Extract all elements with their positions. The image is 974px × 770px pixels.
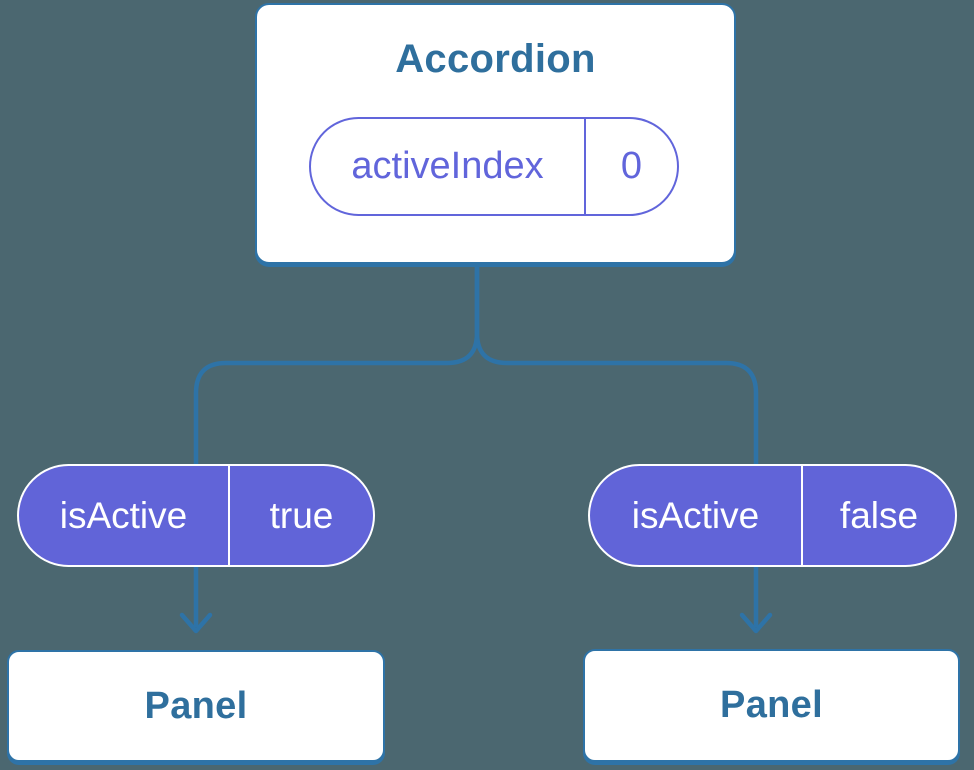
panel-title-left: Panel — [144, 684, 248, 727]
arrow-down-icon — [179, 612, 213, 634]
prop-pill-left-value: true — [228, 466, 373, 565]
prop-pill-right-value: false — [801, 466, 955, 565]
tree-edge-right — [474, 252, 759, 627]
arrow-down-icon — [739, 612, 773, 634]
panel-node-card-right: Panel — [583, 649, 960, 762]
panel-title-right: Panel — [720, 684, 823, 726]
prop-pill-right: isActive false — [588, 464, 957, 567]
panel-node-card-left: Panel — [7, 650, 385, 762]
accordion-title: Accordion — [395, 37, 596, 81]
state-pill: activeIndex 0 — [309, 117, 679, 216]
prop-pill-left-name: isActive — [59, 494, 188, 536]
prop-pill-left: isActive true — [17, 464, 375, 567]
prop-pill-right-name: isActive — [631, 494, 760, 536]
accordion-node-card: Accordion activeIndex 0 — [255, 3, 736, 264]
tree-edge-left — [193, 252, 480, 627]
state-pill-name: activeIndex — [351, 145, 544, 187]
state-pill-value: 0 — [584, 119, 677, 214]
